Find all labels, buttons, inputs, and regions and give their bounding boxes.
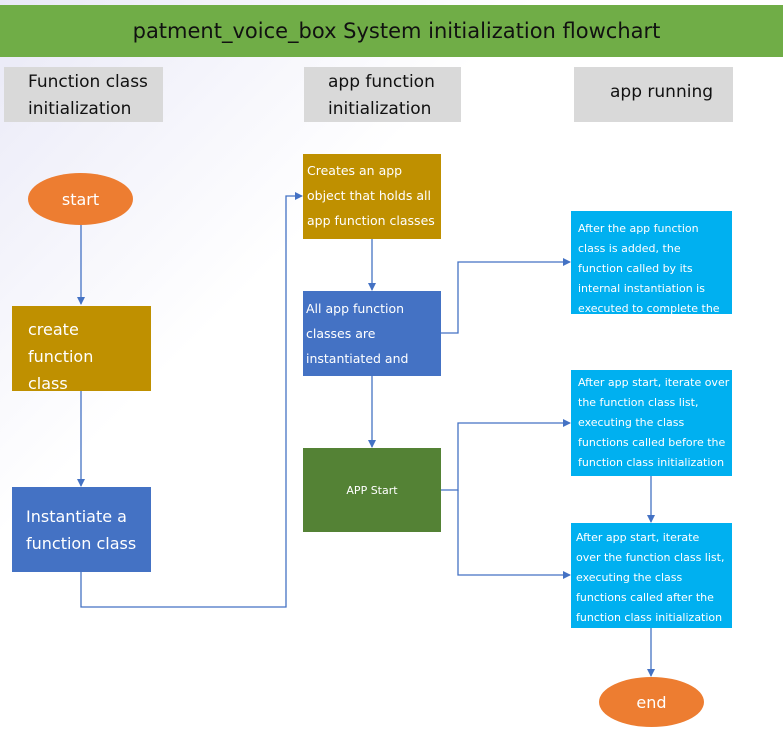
app-start-node: APP Start [303,448,441,532]
start-node: start [28,173,133,225]
create-function-class-node: create function class [12,306,151,393]
instantiate-function-class-node: Instantiate a function class [12,487,151,572]
arrow-all-classes-to-after-added [441,258,571,334]
column-header-app-running: app running [574,67,733,122]
arrow-instantiate-to-app-object [80,192,303,608]
arrow-app-start-to-before [441,419,571,491]
after-start-before-node: After app start, iterate over the functi… [571,370,732,476]
create-app-object-node: Creates an app object that holds all app… [303,154,441,239]
after-start-after-node: After app start, iterate over the functi… [571,523,732,628]
diagram-title: patment_voice_box System initialization … [0,5,783,57]
after-class-added-node: After the app function class is added, t… [571,211,732,314]
end-node: end [599,677,704,727]
column-header-function-class: Function class initialization [4,67,163,122]
instantiate-all-app-classes-node: All app function classes are instantiate… [303,291,441,376]
column-header-app-function: app function initialization [304,67,461,122]
arrow-app-start-to-after [457,490,571,579]
